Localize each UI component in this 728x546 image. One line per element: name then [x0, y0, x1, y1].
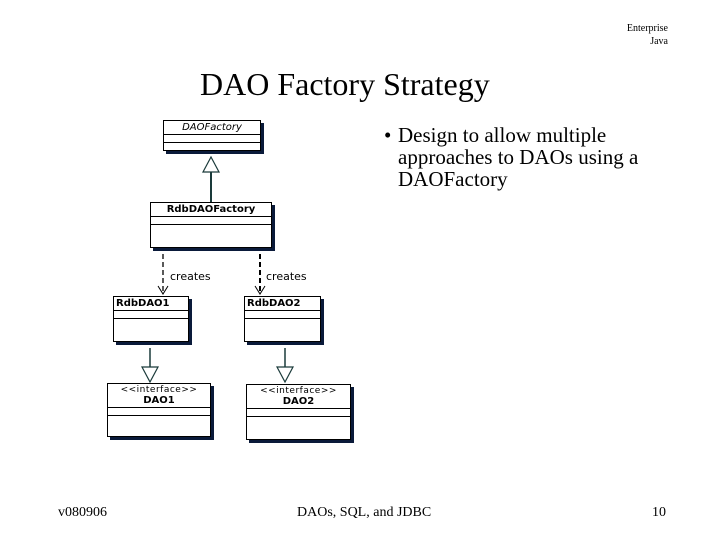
footer-topic: DAOs, SQL, and JDBC [297, 505, 432, 520]
class-section [247, 417, 350, 439]
interface-header: <<interface>> DAO2 [247, 385, 350, 409]
class-section [151, 225, 271, 247]
class-section [114, 311, 188, 319]
class-name: DAO1 [143, 395, 175, 406]
realization-arrow-icon [276, 366, 294, 384]
class-name: DAO2 [282, 396, 315, 407]
page-number: 10 [652, 505, 666, 520]
bullet-list: •Design to allow multiple approaches to … [384, 124, 688, 190]
footer-version: v080906 [58, 505, 107, 520]
course-label: Enterprise Java [627, 22, 668, 48]
class-name: DAOFactory [164, 121, 260, 135]
open-arrow-icon [157, 285, 169, 295]
interface-dao1: <<interface>> DAO1 [107, 383, 211, 437]
course-label-line1: Enterprise [626, 23, 668, 34]
class-section [108, 408, 210, 416]
class-section [164, 143, 260, 150]
class-section [164, 135, 260, 143]
bullet-text: Design to allow multiple approaches to D… [398, 123, 639, 191]
inheritance-arrow-icon [202, 155, 220, 173]
class-name: RdbDAO2 [245, 297, 320, 311]
class-rdb-dao2: RdbDAO2 [244, 296, 321, 342]
creates-label: creates [266, 270, 307, 283]
class-name: RdbDAO1 [114, 297, 188, 311]
stereotype: <<interface>> [120, 385, 198, 395]
class-section [114, 319, 188, 341]
class-section [245, 319, 320, 341]
course-label-line2: Java [650, 36, 668, 47]
stereotype: <<interface>> [260, 386, 337, 396]
class-section [245, 311, 320, 319]
class-section [151, 217, 271, 225]
open-arrow-icon [254, 285, 266, 295]
bullet-icon: • [384, 123, 392, 147]
class-section [108, 416, 210, 436]
class-rdb-dao-factory: RdbDAOFactory [150, 202, 272, 248]
class-dao-factory: DAOFactory [163, 120, 261, 151]
slide-title: DAO Factory Strategy [200, 66, 490, 102]
creates-label: creates [170, 270, 211, 283]
class-section [247, 409, 350, 417]
interface-dao2: <<interface>> DAO2 [246, 384, 351, 440]
realization-arrow-icon [141, 366, 159, 384]
interface-header: <<interface>> DAO1 [108, 384, 210, 408]
class-name: RdbDAOFactory [151, 203, 271, 217]
bullet-item: •Design to allow multiple approaches to … [384, 124, 688, 190]
class-rdb-dao1: RdbDAO1 [113, 296, 189, 342]
